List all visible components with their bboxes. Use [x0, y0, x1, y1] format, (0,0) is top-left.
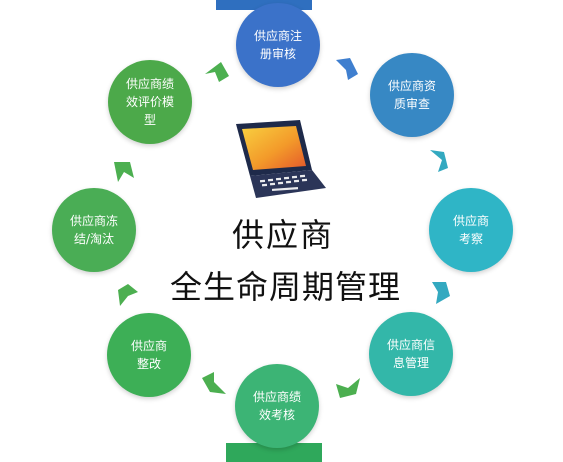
laptop-icon: [236, 120, 326, 198]
node-label: 供应商冻 结/淘汰: [69, 214, 118, 246]
node-label: 供应商绩 效考核: [252, 390, 301, 422]
arrow-info-to-assessment: [336, 378, 360, 398]
arrow-model-to-register: [205, 62, 229, 82]
node-label: 供应商绩 效评价模 型: [125, 77, 174, 127]
bottom-tab: [226, 443, 322, 462]
node-info-management: 供应商信 息管理: [369, 312, 453, 396]
node-freeze-eliminate: 供应商冻 结/淘汰: [52, 188, 136, 272]
node-label: 供应商注 册审核: [253, 29, 302, 61]
node-qualification: 供应商资 质审查: [370, 53, 454, 137]
arrow-assessment-to-rectification: [202, 372, 226, 394]
arrow-register-to-qualification: [336, 58, 358, 80]
arrow-rectification-to-freeze: [118, 284, 138, 306]
arrow-qualification-to-inspection: [430, 150, 448, 172]
node-label: 供应商 考察: [452, 214, 489, 246]
node-performance-assessment: 供应商绩 效考核: [235, 364, 319, 448]
node-register: 供应商注 册审核: [236, 3, 320, 87]
node-label: 供应商资 质审查: [387, 79, 436, 111]
arrow-freeze-to-model: [114, 162, 134, 182]
node-performance-model: 供应商绩 效评价模 型: [108, 60, 192, 144]
node-label: 供应商信 息管理: [386, 338, 435, 370]
center-title-line1: 供应商: [232, 216, 335, 254]
node-rectification: 供应商 整改: [107, 313, 191, 397]
node-inspection: 供应商 考察: [429, 188, 513, 272]
node-label: 供应商 整改: [130, 339, 167, 371]
arrow-inspection-to-info: [432, 282, 450, 304]
center-title-line2: 全生命周期管理: [170, 268, 402, 306]
